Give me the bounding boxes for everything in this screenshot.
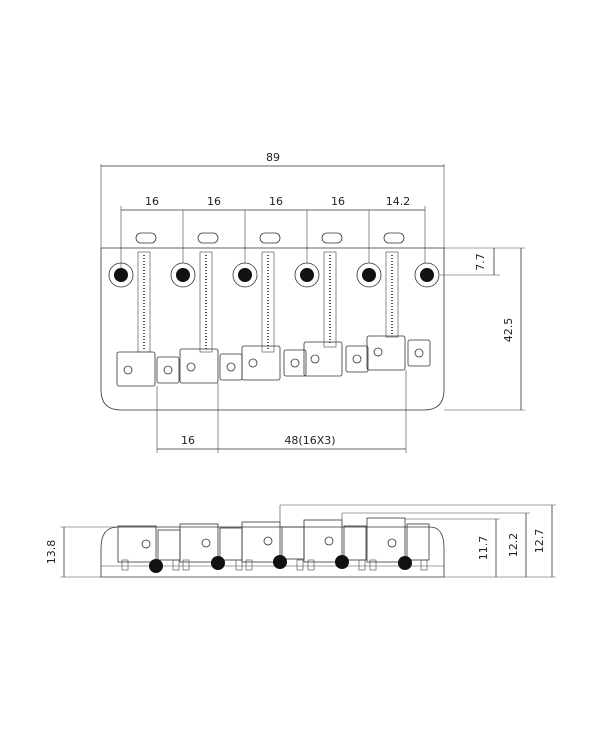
dim-label-12-7: 12.7: [533, 529, 546, 554]
saddle: [303, 341, 369, 377]
saddle-screws: [137, 251, 399, 353]
dim-label-spacing-5: 14.2: [386, 195, 411, 208]
plate-slots: [135, 232, 405, 244]
string-hole: [232, 262, 258, 288]
dim-overall-depth: 42.5: [444, 248, 525, 411]
bridge-plate-outline: [100, 247, 445, 411]
dim-label-48: 48(16X3): [284, 434, 335, 447]
dim-label-spacing-1: 16: [145, 195, 159, 208]
dim-label-11-7: 11.7: [477, 536, 490, 561]
string-hole: [170, 262, 196, 288]
side-small-screws: [121, 559, 428, 571]
dim-label-13-8: 13.8: [45, 540, 58, 565]
dim-label-12-2: 12.2: [507, 533, 520, 558]
string-hole: [356, 262, 382, 288]
side-view: 13.8 11.7 12.2 12.7: [45, 504, 556, 578]
saddle: [241, 345, 307, 381]
side-screw-heads: [149, 555, 412, 573]
dim-label-7-7: 7.7: [474, 253, 487, 271]
side-saddles: [117, 517, 430, 563]
dim-string-spacing: 16 16 16 16 14.2: [120, 195, 425, 275]
saddles: [116, 335, 431, 387]
saddle: [179, 348, 243, 384]
dim-label-spacing-2: 16: [207, 195, 221, 208]
string-hole: [294, 262, 320, 288]
saddle: [366, 335, 431, 371]
dim-label-89: 89: [266, 151, 280, 164]
string-holes: [108, 206, 440, 288]
dim-label-42-5: 42.5: [502, 318, 515, 343]
dim-label-spacing-3: 16: [269, 195, 283, 208]
dim-saddle-spacing: 16 48(16X3): [156, 370, 407, 453]
side-base-plate: [100, 526, 445, 578]
dim-overall-width: 89: [100, 151, 445, 248]
dim-label-spacing-4: 16: [331, 195, 345, 208]
dim-side-heights: 11.7 12.2 12.7: [477, 505, 553, 577]
dim-label-16-bottom: 16: [181, 434, 195, 447]
dim-base-height: 13.8: [45, 526, 118, 578]
string-hole: [108, 262, 134, 288]
saddle: [116, 351, 180, 387]
top-view: 89 16 16 16 16 14.2: [100, 151, 525, 453]
string-hole: [414, 262, 440, 288]
dim-hole-offset: 7.7: [440, 247, 525, 276]
